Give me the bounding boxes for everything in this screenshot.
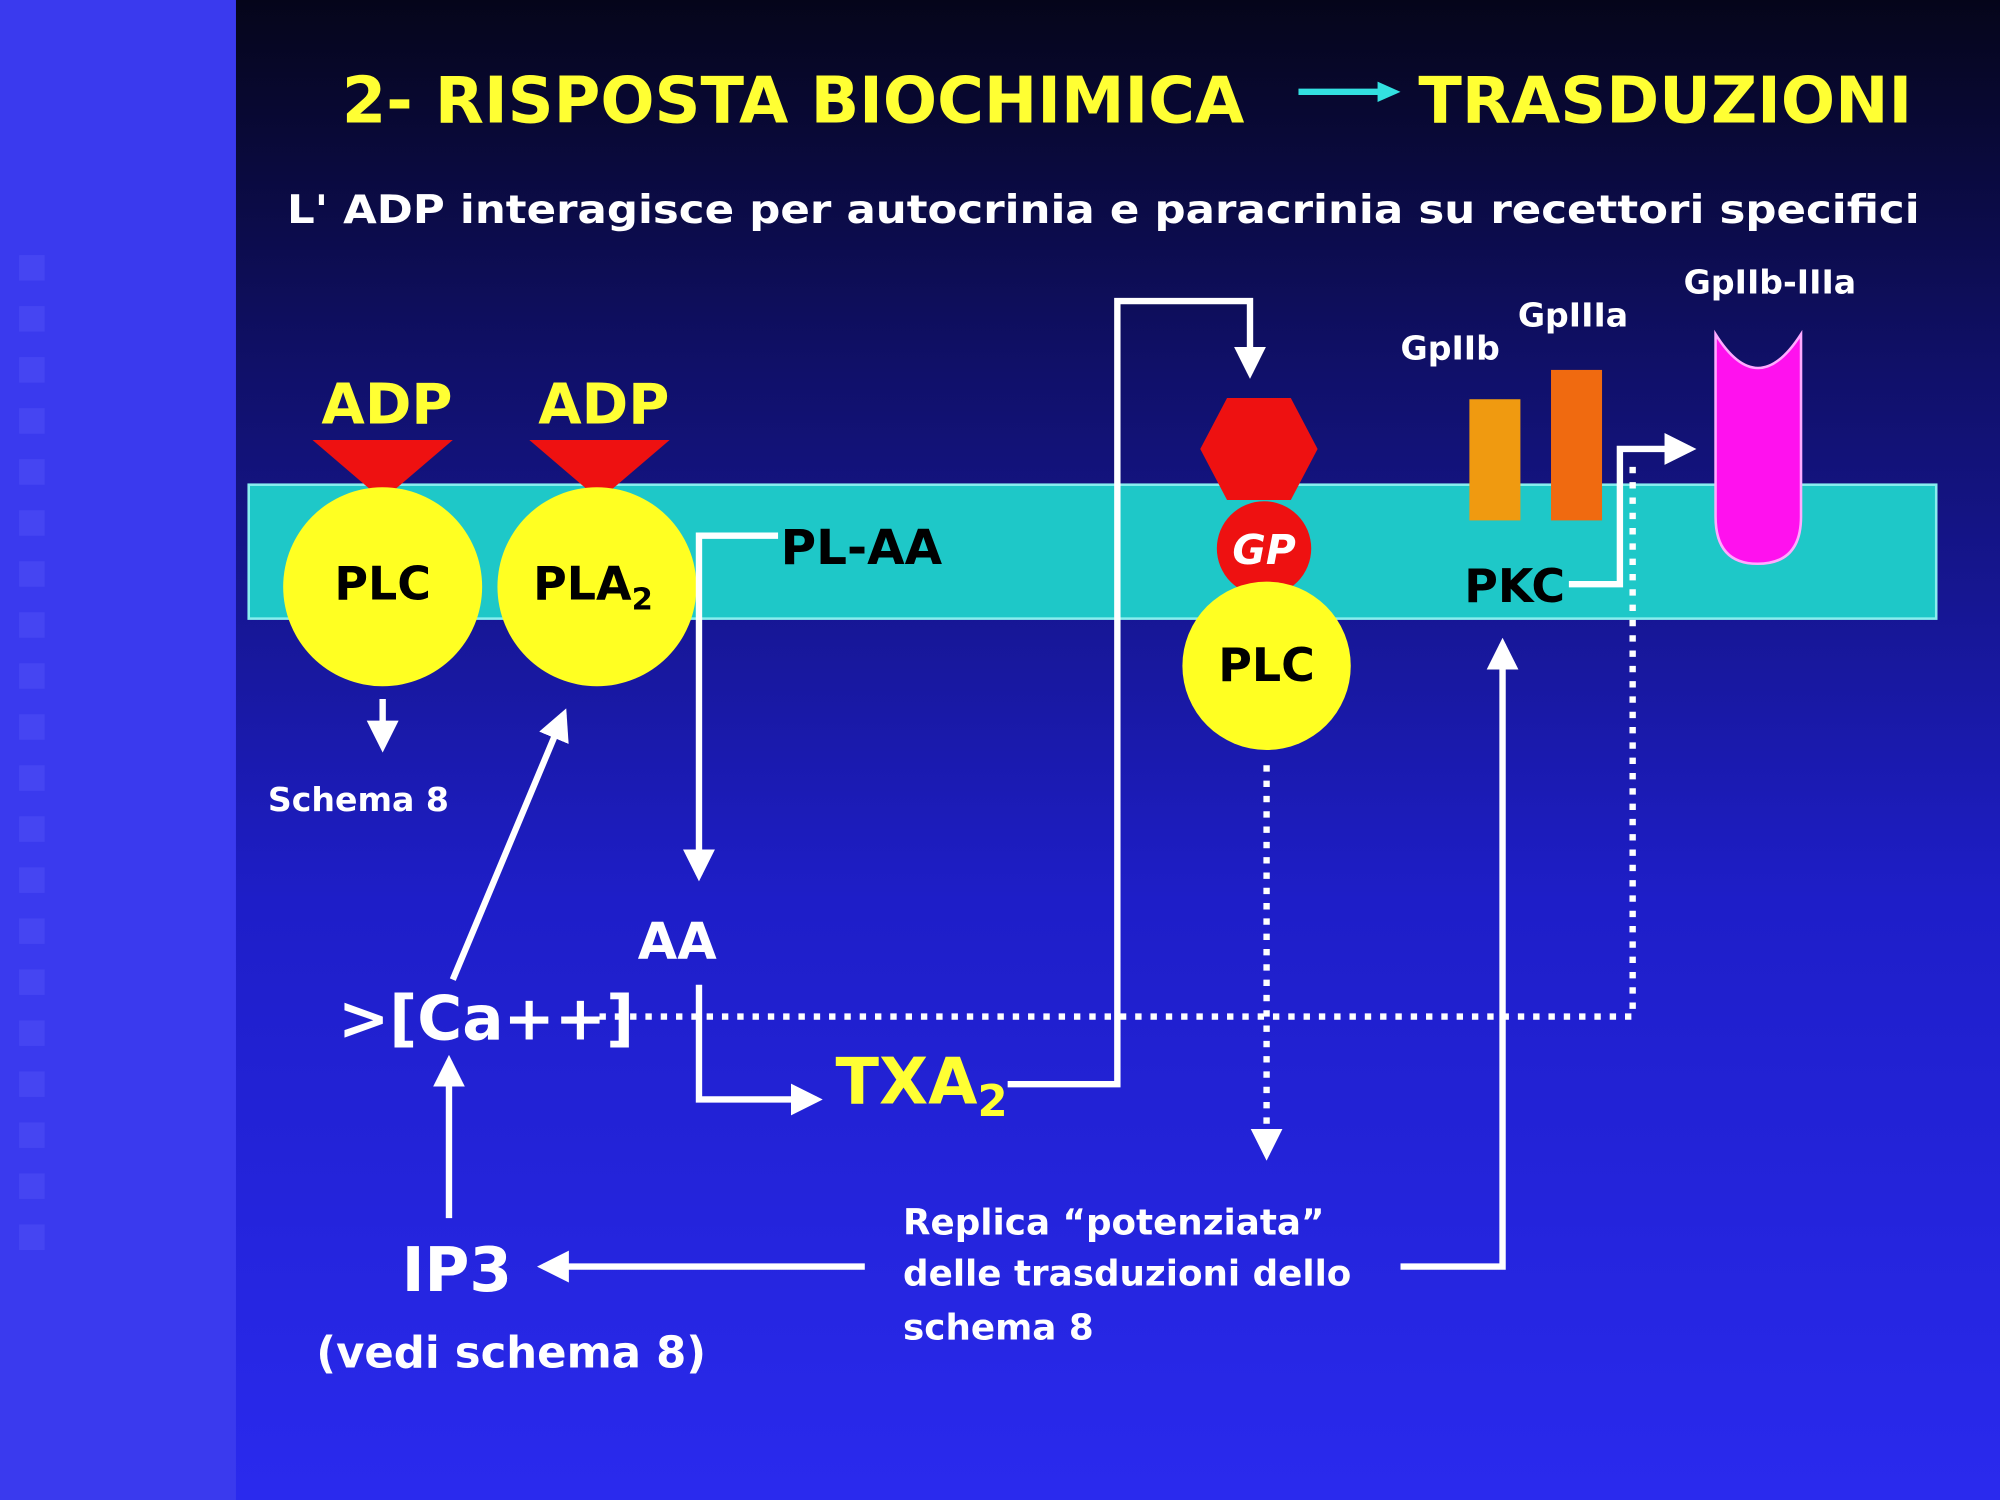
- adp-triangle-2: [529, 440, 670, 500]
- plc-label-1: PLC: [334, 556, 431, 610]
- subtitle: L' ADP interagisce per autocrinia e para…: [287, 187, 1920, 233]
- adp-label-2: ADP: [538, 372, 669, 437]
- adp-label-1: ADP: [321, 372, 452, 437]
- pkc-label: PKC: [1464, 559, 1565, 613]
- pla2-circle: [497, 487, 697, 687]
- plc-label-2: PLC: [1218, 638, 1315, 692]
- gpiib-iiia-receptor: [1714, 329, 1803, 566]
- sidebar-squares: [19, 255, 45, 1250]
- gpiiia-label: GpIIIa: [1518, 296, 1628, 335]
- plc-circle-1: [283, 487, 483, 687]
- title-part1: 2- RISPOSTA BIOCHIMICA: [342, 64, 1245, 138]
- plc-circle-2: [1182, 581, 1351, 750]
- ca-label: >[Ca++]: [338, 984, 634, 1055]
- ip3-label: IP3: [402, 1235, 512, 1306]
- adp-triangle-1: [312, 440, 453, 500]
- replica-line-3: schema 8: [903, 1307, 1094, 1348]
- pl-aa-label: PL-AA: [781, 520, 943, 576]
- txa2-receptor-hexagon: [1200, 397, 1318, 500]
- gpiib-iiia-label: GpIIb-IIIa: [1684, 262, 1857, 301]
- arrow-replica-to-pkc: [1400, 637, 1519, 1270]
- vedi-schema-label: (vedi schema 8): [316, 1328, 706, 1378]
- arrow-ca-to-pla2: [449, 708, 569, 981]
- gp-circle: [1216, 501, 1312, 596]
- left-sidebar-band: [0, 0, 236, 1500]
- arrow-pkc-to-gpiib-iiia: [1568, 433, 1697, 588]
- schema8-label: Schema 8: [268, 780, 449, 819]
- aa-label: AA: [638, 913, 717, 972]
- gpiib-label: GpIIb: [1401, 329, 1500, 368]
- gpiiia-rect: [1551, 369, 1603, 521]
- title-part2: TRASDUZIONI: [1418, 64, 1912, 138]
- replica-line-1: Replica “potenziata”: [903, 1203, 1324, 1244]
- gp-label: GP: [1232, 526, 1295, 574]
- pla2-label: PLA2: [533, 556, 653, 617]
- arrow-plaa-to-aa: [683, 532, 779, 882]
- txa2-label: TXA2: [835, 1045, 1007, 1127]
- arrow-aa-to-txa2: [695, 984, 823, 1116]
- replica-line-2: delle trasduzioni dello: [903, 1254, 1351, 1295]
- arrow-txa2-to-receptor: [1007, 297, 1266, 1088]
- gpiib-rect: [1469, 399, 1521, 521]
